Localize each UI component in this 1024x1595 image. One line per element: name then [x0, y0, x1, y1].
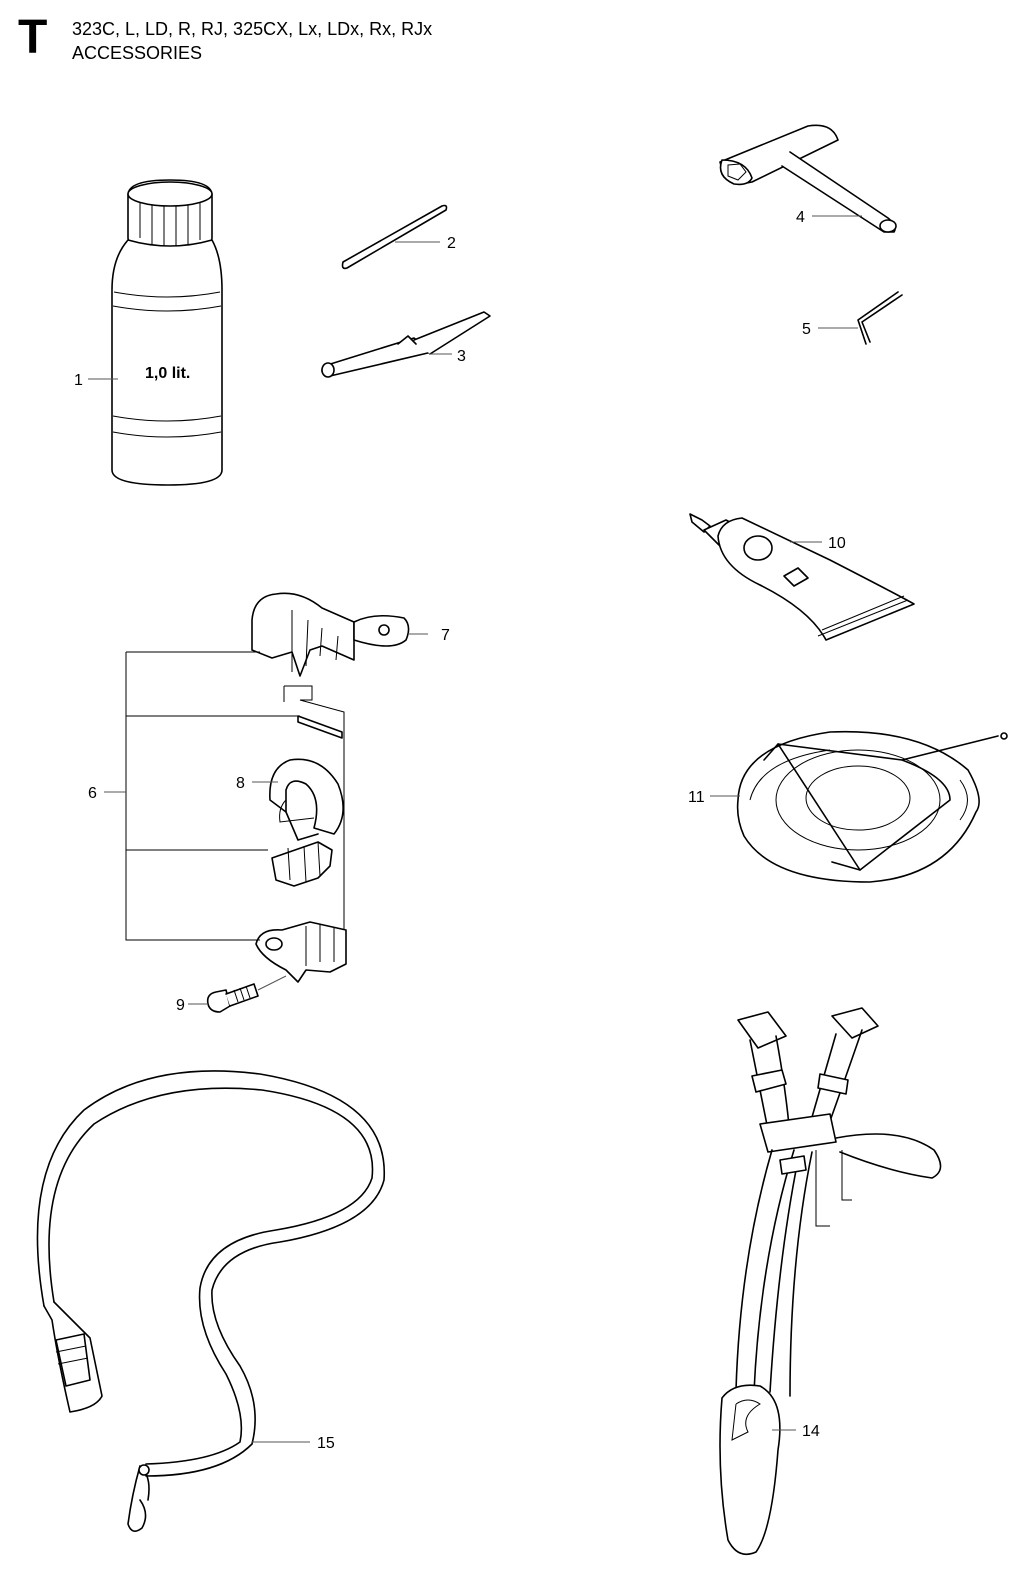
part-combination-wrench: 4	[719, 124, 897, 233]
callout-8: 8	[236, 775, 245, 792]
callout-7: 7	[441, 627, 450, 644]
model-list: 323C, L, LD, R, RJ, 325CX, Lx, LDx, Rx, …	[72, 19, 433, 39]
part-harness: 14	[719, 1007, 942, 1556]
section-title: ACCESSORIES	[72, 43, 203, 63]
callout-14: 14	[802, 1423, 820, 1440]
part-harness-hanger-kit: 7 8 6 9	[88, 592, 450, 1014]
part-oil-bottle: 1,0 lit. 1	[74, 179, 223, 486]
callout-9: 9	[176, 997, 185, 1014]
callout-2: 2	[447, 235, 456, 252]
callout-1: 1	[74, 372, 83, 389]
callout-3: 3	[457, 348, 466, 365]
part-combination-tool: 3	[321, 311, 491, 378]
bottle-volume-label: 1,0 lit.	[145, 365, 190, 382]
part-hex-key: 5	[802, 291, 903, 345]
part-shoulder-strap: 15	[36, 1070, 385, 1532]
callout-6: 6	[88, 785, 97, 802]
part-blade-guard: 11	[688, 730, 1008, 883]
callout-4: 4	[796, 209, 805, 226]
callout-10: 10	[828, 535, 846, 552]
callout-11: 11	[688, 789, 705, 806]
section-letter: T	[18, 11, 48, 64]
callout-15: 15	[317, 1435, 335, 1452]
part-rod: 2	[341, 204, 456, 270]
part-grease-tube: 10	[689, 513, 915, 641]
callout-5: 5	[802, 321, 811, 338]
